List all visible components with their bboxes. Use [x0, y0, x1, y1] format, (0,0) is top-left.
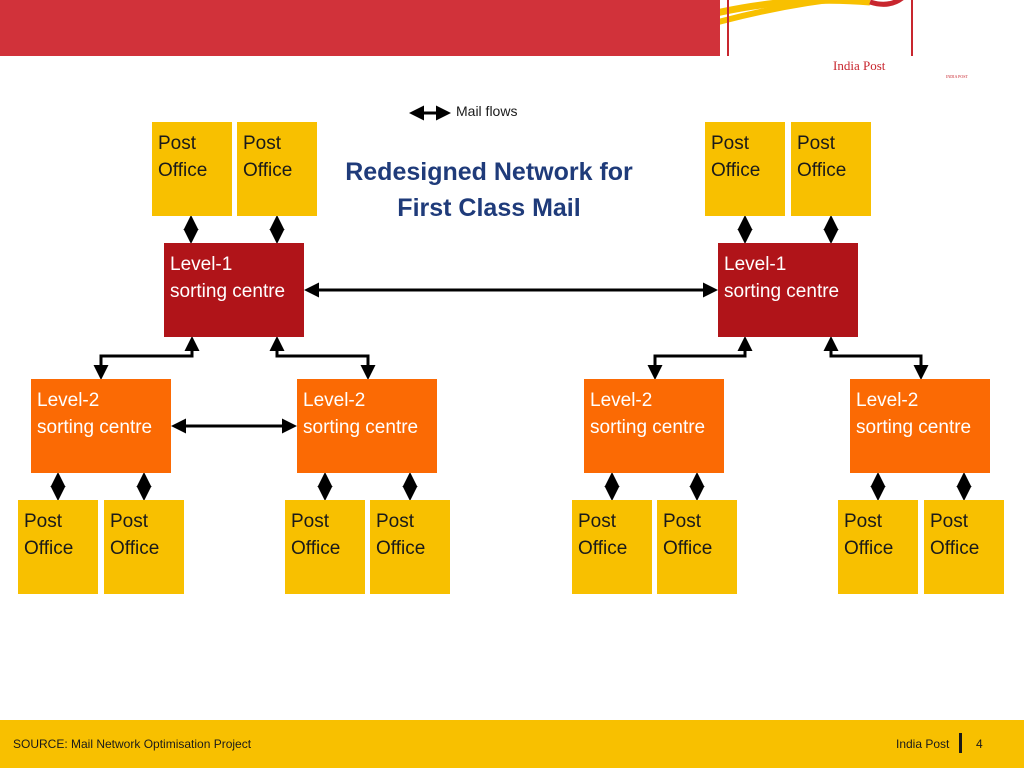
node-label: Office — [158, 160, 208, 181]
node-label: Post — [24, 511, 63, 532]
node-label: Office — [930, 538, 980, 559]
post-office-top-4: Post Office — [791, 122, 871, 216]
node-label: Office — [24, 538, 74, 559]
page-number: 4 — [976, 737, 983, 751]
node-label: sorting centre — [303, 417, 419, 438]
node-label: Post — [663, 511, 702, 532]
post-office-top-3: Post Office — [705, 122, 785, 216]
node-label: Office — [291, 538, 341, 559]
link-l1-l2-b — [269, 336, 376, 380]
link-l1-l2-c — [647, 336, 753, 380]
source-note: SOURCE: Mail Network Optimisation Projec… — [13, 737, 252, 751]
node-label: sorting centre — [37, 417, 153, 438]
post-office-bottom-8: Post Office — [924, 500, 1004, 594]
footer-brand: India Post — [896, 737, 950, 751]
post-office-bottom-2: Post Office — [104, 500, 184, 594]
footer-bar: SOURCE: Mail Network Optimisation Projec… — [0, 720, 1024, 768]
footer-separator — [959, 733, 962, 753]
legend-label: Mail flows — [456, 103, 518, 119]
node-label: Office — [797, 160, 847, 181]
node-label: Office — [243, 160, 293, 181]
node-label: Post — [844, 511, 883, 532]
node-label: Level-1 — [724, 254, 787, 275]
logo-text: India Post — [833, 58, 886, 73]
node-label: Post — [158, 133, 197, 154]
post-office-bottom-6: Post Office — [657, 500, 737, 594]
node-label: Office — [663, 538, 713, 559]
node-label: Office — [376, 538, 426, 559]
post-office-bottom-7: Post Office — [838, 500, 918, 594]
node-label: sorting centre — [724, 281, 840, 302]
node-label: sorting centre — [590, 417, 706, 438]
node-label: Office — [711, 160, 761, 181]
level1-sorting-centre-left: Level-1 sorting centre — [164, 243, 304, 337]
node-label: Level-1 — [170, 254, 233, 275]
node-label: Post — [110, 511, 149, 532]
node-label: Level-2 — [856, 390, 919, 411]
level2-sorting-centre-1: Level-2 sorting centre — [31, 379, 171, 473]
title-line-2: First Class Mail — [397, 194, 581, 222]
logo-subtext: INDIA POST — [946, 74, 968, 79]
node-label: Post — [930, 511, 969, 532]
slide-title: Redesigned Network for First Class Mail — [323, 154, 655, 226]
node-label: Post — [711, 133, 750, 154]
level2-sorting-centre-2: Level-2 sorting centre — [297, 379, 437, 473]
node-label: Level-2 — [590, 390, 653, 411]
post-office-bottom-3: Post Office — [285, 500, 365, 594]
node-label: Post — [376, 511, 415, 532]
node-label: Post — [243, 133, 282, 154]
node-label: Post — [797, 133, 836, 154]
post-office-bottom-1: Post Office — [18, 500, 98, 594]
node-label: sorting centre — [170, 281, 286, 302]
node-label: Post — [578, 511, 617, 532]
node-label: Office — [110, 538, 160, 559]
node-label: Post — [291, 511, 330, 532]
node-label: Level-2 — [303, 390, 366, 411]
node-label: Office — [578, 538, 628, 559]
link-l1-l2-d — [823, 336, 929, 380]
post-office-top-2: Post Office — [237, 122, 317, 216]
node-label: Office — [844, 538, 894, 559]
level2-sorting-centre-3: Level-2 sorting centre — [584, 379, 724, 473]
node-label: Level-2 — [37, 390, 100, 411]
post-office-bottom-5: Post Office — [572, 500, 652, 594]
level1-sorting-centre-right: Level-1 sorting centre — [718, 243, 858, 337]
level2-sorting-centre-4: Level-2 sorting centre — [850, 379, 990, 473]
logo-area — [679, 0, 1024, 80]
title-line-1: Redesigned Network for — [345, 158, 633, 186]
node-label: sorting centre — [856, 417, 972, 438]
post-office-top-1: Post Office — [152, 122, 232, 216]
link-l1-l2-a — [93, 336, 200, 380]
post-office-bottom-4: Post Office — [370, 500, 450, 594]
